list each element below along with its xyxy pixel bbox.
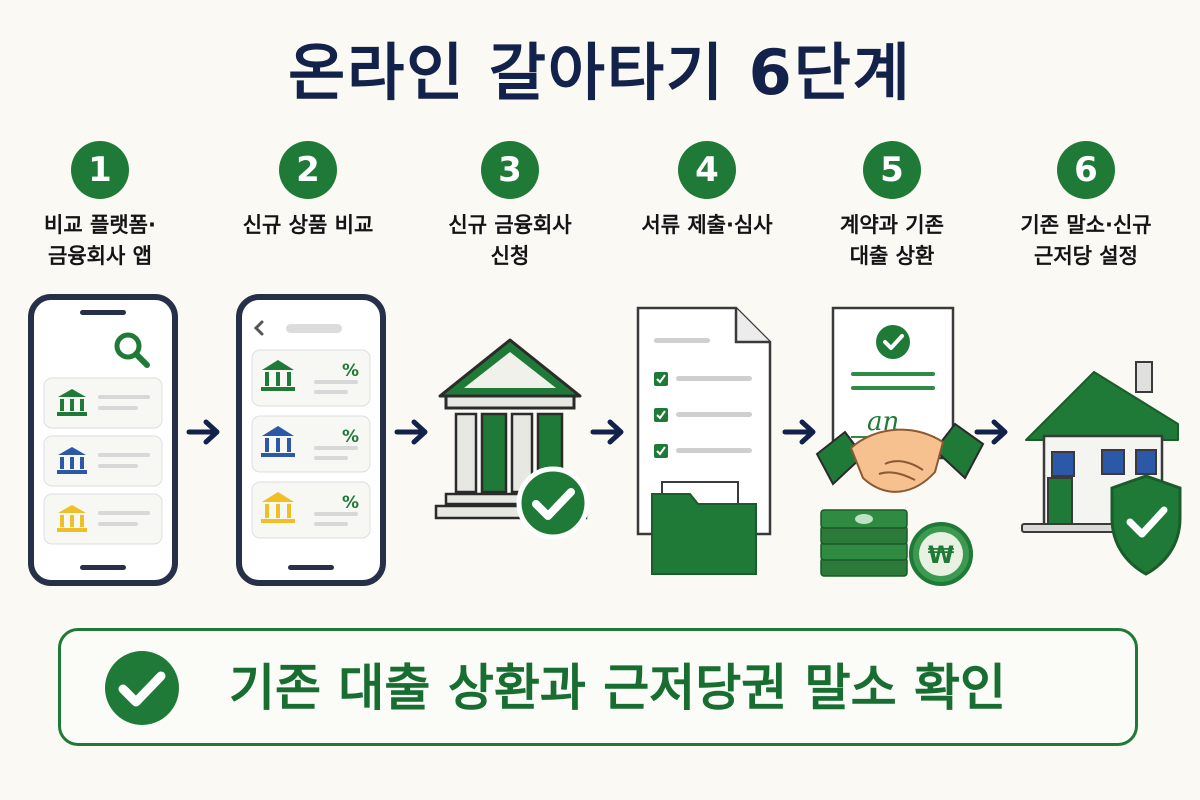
check-icon [105,651,179,725]
step-4-badge: 4 [678,141,736,199]
percent-icon: % [342,493,359,513]
step-3-bank-illustration [434,338,590,540]
step-1-label-line-2: 금융회사 앱 [48,244,152,268]
bank-list-item-blue [43,435,163,487]
step-2-badge: 2 [279,141,337,199]
step-5-contract-illustration: an ₩ [815,306,985,586]
arrow-right-icon [394,419,428,445]
bank-icon [57,505,87,532]
bank-list-item-green [43,377,163,429]
step-1-label-line-1: 비교 플랫폼· [44,213,156,237]
step-1-badge: 1 [71,141,129,199]
step-3-badge: 3 [481,141,539,199]
bank-icon [261,492,295,523]
step-5-label-line-1: 계약과 기존 [840,213,944,237]
back-icon [253,320,264,336]
check-icon [876,325,910,359]
search-icon [114,332,150,368]
step-3-label: 신규 금융회사 신청 [415,210,605,272]
handshake-icon [815,422,985,493]
arrow-right-icon [782,419,816,445]
folder-icon [651,481,757,575]
step-1-phone-illustration [28,294,178,586]
step-5-badge: 5 [863,141,921,199]
confirmation-banner: 기존 대출 상환과 근저당권 말소 확인 [58,628,1138,746]
step-2-phone-illustration: % % % [236,294,386,586]
step-3-label-line-1: 신규 금융회사 [448,213,572,237]
bank-icon [261,360,295,391]
step-4-label-line-1: 서류 제출·심사 [641,213,773,237]
currency-symbol: ₩ [928,541,955,569]
bank-list-item-yellow [43,493,163,545]
step-6-label: 기존 말소·신규 근저당 설정 [991,210,1181,272]
step-3-label-line-2: 신청 [490,244,530,268]
bank-icon [57,389,87,416]
step-6-label-line-1: 기존 말소·신규 [1020,213,1152,237]
check-icon [516,466,590,540]
arrow-right-icon [186,419,220,445]
step-6-label-line-2: 근저당 설정 [1034,244,1138,268]
arrow-right-icon [974,419,1008,445]
arrow-right-icon [590,419,624,445]
document-icon [636,306,772,536]
step-5-label-line-2: 대출 상환 [849,244,935,268]
page-title: 온라인 갈아타기 6단계 [288,36,912,109]
step-4-document-illustration [636,306,772,575]
step-1-label: 비교 플랫폼· 금융회사 앱 [5,210,195,272]
step-6-house-illustration [1021,361,1182,576]
step-6-badge: 6 [1057,141,1115,199]
banner-text: 기존 대출 상환과 근저당권 말소 확인 [229,659,1007,717]
shield-icon [1110,474,1182,576]
coin-icon: ₩ [909,522,973,586]
bank-icon [57,447,87,474]
step-2-label-line-1: 신규 상품 비교 [242,213,374,237]
cash-icon [820,509,908,577]
step-5-label: 계약과 기존 대출 상환 [797,210,987,272]
percent-icon: % [342,427,359,447]
bank-icon [261,426,295,457]
step-2-label: 신규 상품 비교 [213,210,403,241]
step-4-label: 서류 제출·심사 [612,210,802,241]
percent-icon: % [342,361,359,381]
